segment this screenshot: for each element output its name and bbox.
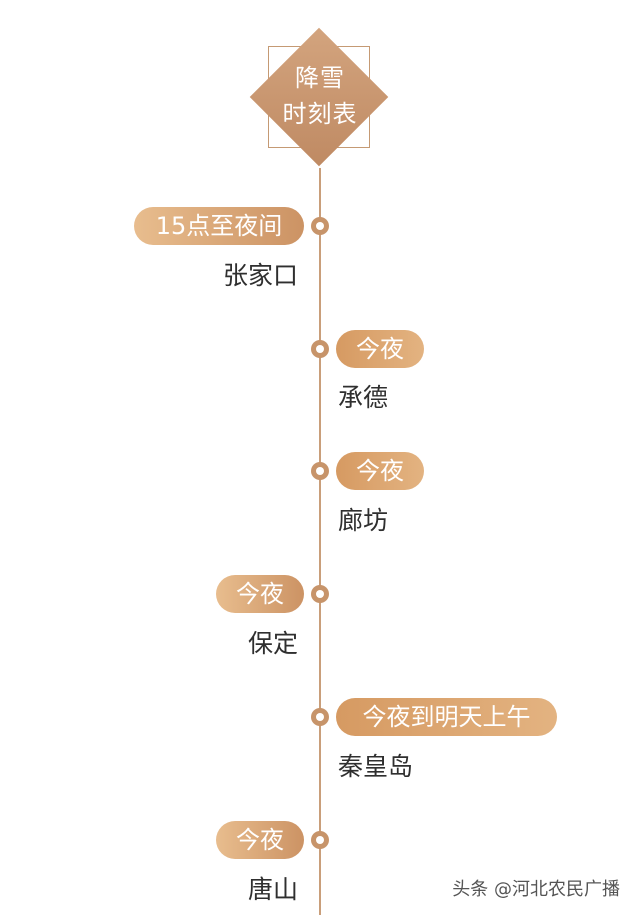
time-pill: 15点至夜间 (134, 207, 304, 245)
city-label: 张家口 (222, 261, 298, 290)
timeline-node (311, 831, 329, 849)
city-label: 秦皇岛 (338, 752, 414, 781)
timeline-node (311, 462, 329, 480)
timeline-node (311, 708, 329, 726)
time-pill: 今夜到明天上午 (336, 698, 557, 736)
city-label: 承德 (338, 383, 389, 412)
timeline-node (311, 585, 329, 603)
city-label: 唐山 (247, 875, 298, 904)
city-label: 保定 (247, 629, 298, 658)
title-badge: 降雪 时刻表 (250, 60, 390, 132)
city-label: 廊坊 (338, 506, 389, 535)
title-line-1: 降雪 (295, 64, 345, 92)
timeline-node (311, 217, 329, 235)
time-pill: 今夜 (336, 452, 424, 490)
timeline-line (319, 168, 321, 915)
timeline-node (311, 340, 329, 358)
watermark: 头条 @河北农民广播 (452, 879, 620, 900)
time-pill: 今夜 (336, 330, 424, 368)
time-pill: 今夜 (216, 575, 304, 613)
title-line-2: 时刻表 (282, 100, 358, 128)
time-pill: 今夜 (216, 821, 304, 859)
